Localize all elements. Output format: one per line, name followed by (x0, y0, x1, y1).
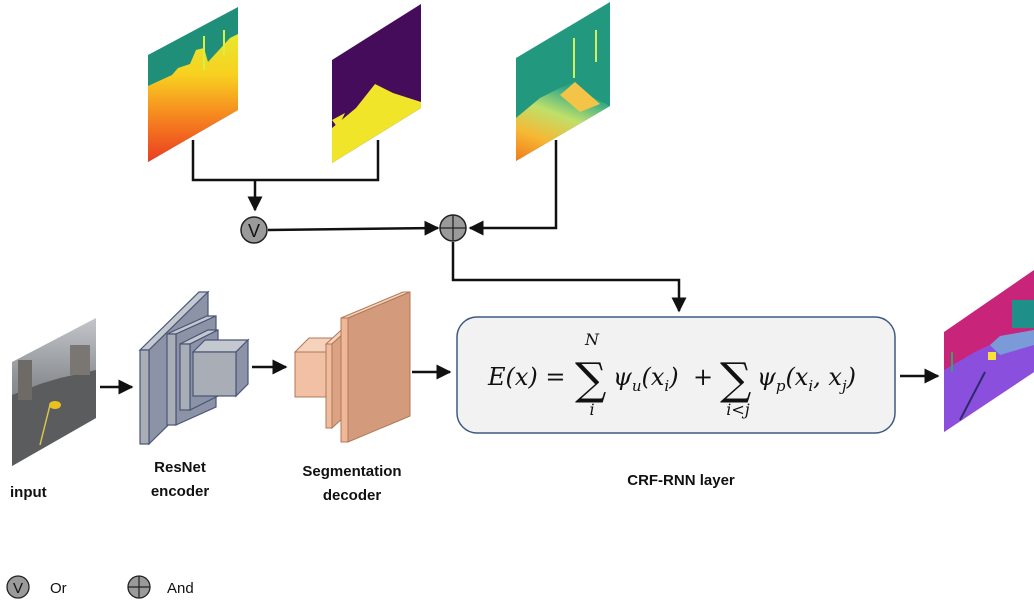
eq-term2: ψp(xi, xj) (757, 363, 856, 395)
legend: V Or And (6, 575, 194, 599)
label-encoder-line1: ResNet (154, 459, 206, 476)
energy-equation: E(x) = ∑ N i ψu(xi) + ∑ i<j ψp(xi, xj) (487, 330, 856, 419)
eq-sum1-upper: N (584, 330, 600, 349)
label-crf-rnn: CRF-RNN layer (627, 472, 735, 489)
combined-map-image (516, 2, 610, 161)
label-decoder-line1: Segmentation (302, 463, 401, 480)
or-operator: V (240, 216, 268, 244)
top-connectors (191, 140, 687, 313)
legend-or-symbol: V (13, 580, 23, 597)
eq-sum2: ∑ (720, 354, 751, 405)
eq-plus: + (693, 363, 713, 391)
legend-or-label: Or (50, 580, 67, 597)
eq-sum1-lower: i (589, 400, 594, 419)
input-image (12, 318, 96, 466)
legend-or-icon: V (6, 575, 30, 599)
crf-rnn-box (456, 316, 896, 434)
eq-sum2-lower: i<j (726, 400, 750, 419)
label-encoder-line2: encoder (151, 483, 210, 500)
depth-map-image (148, 7, 238, 162)
eq-sum1: ∑ (575, 354, 606, 405)
and-operator (439, 214, 467, 242)
legend-and-label: And (167, 580, 194, 597)
segmentation-decoder-blocks (293, 291, 411, 443)
pipeline-arrows (100, 359, 940, 395)
legend-and-icon (127, 575, 151, 599)
eq-lhs: E(x) = (487, 363, 566, 391)
eq-term1: ψu(xi) (613, 363, 679, 395)
resnet-encoder-blocks (138, 290, 250, 446)
label-decoder-line2: decoder (323, 487, 382, 504)
or-operator-symbol: V (248, 221, 260, 241)
output-segmentation-image (944, 270, 1034, 432)
label-input: input (10, 484, 47, 501)
